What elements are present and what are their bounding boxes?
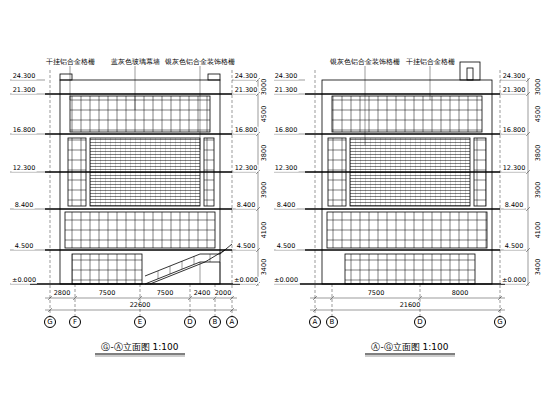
- dimension: 4500: [261, 105, 268, 124]
- grid-axis-letter: B: [330, 319, 335, 326]
- level-mark: 24.300: [234, 73, 259, 80]
- dimension: 22600: [129, 302, 152, 309]
- grid-axis-letter: G: [497, 319, 502, 326]
- elevation-title: Ⓖ-Ⓐ立面图 1:100: [100, 343, 179, 352]
- level-mark: 24.300: [274, 73, 299, 80]
- level-mark: 4.500: [14, 243, 35, 250]
- dimension: 4100: [535, 221, 542, 240]
- dimension: 7500: [156, 290, 175, 297]
- level-mark: 24.300: [12, 73, 37, 80]
- level-mark: 16.800: [234, 127, 259, 134]
- grid-axis-bubble: D: [184, 316, 196, 328]
- grid-axis-bubble: B: [209, 316, 221, 328]
- level-mark: 12.300: [502, 165, 527, 172]
- grid-axis-bubble: G: [44, 316, 56, 328]
- grid-axis-letter: A: [313, 319, 318, 326]
- level-mark: 21.300: [502, 87, 527, 94]
- level-mark: 8.400: [14, 202, 35, 209]
- level-mark: 4.500: [276, 243, 297, 250]
- dimension: 3400: [261, 258, 268, 277]
- grid-axis-bubble: G: [494, 316, 506, 328]
- grid-axis-bubble: D: [414, 316, 426, 328]
- material-note: 银灰色铝合金装饰格栅: [164, 59, 236, 66]
- dimension: 3000: [535, 78, 542, 97]
- level-mark: 16.800: [274, 127, 299, 134]
- grid-axis-bubble: A: [226, 316, 238, 328]
- level-mark: 16.800: [12, 127, 37, 134]
- dimension: 3000: [261, 78, 268, 97]
- grid-axis-letter: D: [187, 319, 192, 326]
- material-note: 干挂铝合金格栅: [45, 59, 96, 66]
- level-mark: 16.800: [502, 127, 527, 134]
- dimension: 3400: [535, 258, 542, 277]
- material-note: 蓝灰色玻璃幕墙: [110, 59, 161, 66]
- level-mark: ±0.000: [11, 277, 37, 284]
- level-mark: 24.300: [502, 73, 527, 80]
- level-mark: 4.500: [504, 243, 525, 250]
- grid-axis-letter: B: [213, 319, 218, 326]
- dimension: 21600: [399, 302, 422, 309]
- dimension: 3800: [261, 144, 268, 163]
- dimension: 2000: [214, 290, 233, 297]
- level-mark: 12.300: [12, 165, 37, 172]
- dimension: 4500: [535, 105, 542, 124]
- dimension: 7500: [367, 290, 386, 297]
- level-mark: 4.500: [236, 243, 257, 250]
- level-mark: ±0.000: [273, 277, 299, 284]
- grid-axis-letter: G: [47, 319, 52, 326]
- grid-axis-bubble: B: [326, 316, 338, 328]
- dimension: 3900: [535, 181, 542, 200]
- elevation-title: Ⓐ-Ⓖ立面图 1:100: [370, 343, 449, 352]
- grid-axis-letter: A: [230, 319, 235, 326]
- level-mark: 8.400: [276, 202, 297, 209]
- level-mark: 12.300: [234, 165, 259, 172]
- level-mark: ±0.000: [501, 277, 527, 284]
- material-note: 干挂铝合金格栅: [405, 59, 456, 66]
- dimension: 2800: [53, 290, 72, 297]
- dimension: 4100: [261, 221, 268, 240]
- grid-axis-bubble: F: [69, 316, 81, 328]
- level-mark: 21.300: [12, 87, 37, 94]
- level-mark: 8.400: [504, 202, 525, 209]
- level-mark: 12.300: [274, 165, 299, 172]
- material-note: 银灰色铝合金装饰格栅: [329, 59, 401, 66]
- level-mark: ±0.000: [233, 277, 259, 284]
- grid-axis-bubble: A: [309, 316, 321, 328]
- dimension: 8000: [451, 290, 470, 297]
- grid-axis-letter: D: [417, 319, 422, 326]
- dimension: 7500: [98, 290, 117, 297]
- level-mark: 21.300: [234, 87, 259, 94]
- grid-axis-letter: E: [138, 319, 142, 326]
- dimension: 2400: [193, 290, 212, 297]
- grid-axis-letter: F: [73, 319, 77, 326]
- level-mark: 21.300: [274, 87, 299, 94]
- grid-axis-bubble: E: [134, 316, 146, 328]
- dimension: 3900: [261, 181, 268, 200]
- dimension: 3800: [535, 144, 542, 163]
- level-mark: 8.400: [236, 202, 257, 209]
